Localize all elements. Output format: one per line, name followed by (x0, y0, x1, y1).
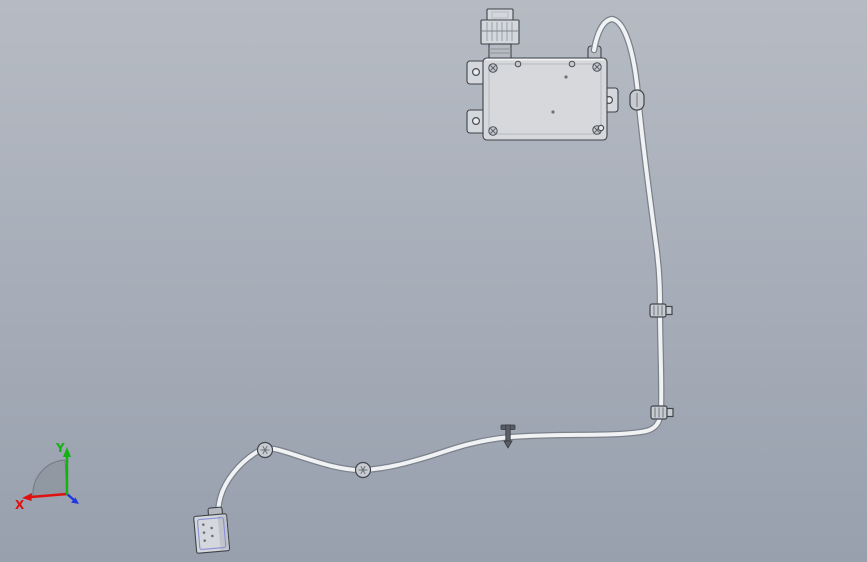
clip-stud (665, 305, 673, 316)
top-connector (480, 8, 520, 60)
ecu-plate (482, 57, 608, 141)
cable-clip-round-mid[interactable] (354, 461, 372, 479)
connector-cap (486, 8, 514, 22)
clip-stud (666, 407, 674, 418)
mounting-hole (472, 116, 481, 125)
z-axis-indicator (65, 492, 79, 504)
connector-neck (488, 43, 512, 60)
x-axis-label: X (15, 498, 25, 512)
connector-pin (210, 526, 213, 530)
triad-fan (32, 459, 68, 497)
x-arrowhead (22, 493, 32, 501)
corner-screw (488, 63, 498, 73)
cable-clip-fir-lower[interactable] (650, 405, 674, 420)
cable-clip-round-left[interactable] (256, 441, 274, 459)
connector-pin (211, 534, 214, 538)
cable-clip-ring[interactable] (629, 89, 645, 111)
connector-seal-line (196, 517, 227, 550)
x-axis-arrow (22, 492, 69, 501)
end-connector[interactable] (193, 506, 231, 554)
mounting-hole (472, 67, 481, 76)
corner-screw (592, 62, 602, 72)
connector-side-face (217, 515, 230, 550)
corner-screw (488, 126, 498, 136)
z-arrowhead (71, 497, 79, 504)
cable-tie-anchor[interactable] (500, 424, 516, 449)
edge-screw (568, 60, 576, 68)
y-axis-label: Y (55, 441, 65, 455)
y-arrowhead (63, 447, 71, 457)
edge-screw (514, 60, 522, 68)
y-axis-arrow (63, 447, 71, 496)
connector-pin (202, 531, 206, 534)
surface-mark (551, 110, 555, 114)
orientation-triad[interactable]: X Y (15, 441, 79, 512)
cable-clip-fir-upper[interactable] (649, 303, 673, 318)
surface-mark (564, 75, 568, 79)
ecu-cover-inset (488, 63, 602, 135)
ecu-cover (482, 57, 608, 141)
mounting-hole (597, 124, 605, 132)
anchor-stem (505, 424, 511, 442)
connector-pin (202, 523, 205, 527)
connector-pin (203, 539, 207, 542)
connector-cap-inset (491, 11, 509, 19)
anchor-tip (503, 440, 513, 449)
